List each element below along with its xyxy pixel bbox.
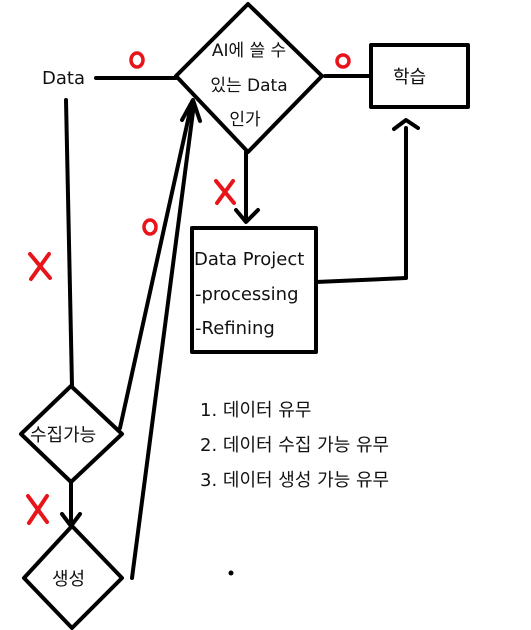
data-project-box <box>190 226 318 354</box>
generate-label: 생성 <box>52 569 85 590</box>
decision-label-line2: 있는 Data <box>210 76 287 96</box>
legend-item: 2. 데이터 수집 가능 유무 <box>200 435 389 456</box>
arrowhead-to-learn <box>392 118 420 131</box>
generate-diamond <box>22 524 124 630</box>
edge-project-to-learn <box>314 126 408 284</box>
collectable-label: 수집가능 <box>30 425 96 446</box>
legend-item: 3. 데이터 생성 가능 유무 <box>200 470 389 491</box>
arrowhead-to-decision <box>180 98 202 123</box>
learn-label: 학습 <box>393 67 426 88</box>
no-mark-x <box>28 252 52 281</box>
project-label-line2: -processing <box>195 284 299 305</box>
legend-item: 1. 데이터 유무 <box>200 400 311 421</box>
project-label-line3: -Refining <box>195 318 275 339</box>
edge-collectable-to-decision <box>118 100 194 430</box>
no-mark-x <box>214 179 236 205</box>
yes-mark-o <box>335 53 351 69</box>
yes-mark-o <box>142 218 158 236</box>
no-mark-x <box>26 494 49 525</box>
arrowhead-to-project <box>234 208 260 224</box>
decision-diamond <box>174 2 324 154</box>
stray-dot <box>228 570 234 576</box>
yes-mark-o <box>129 51 145 69</box>
edge-generate-to-decision <box>130 102 196 580</box>
learn-box <box>369 43 470 109</box>
decision-label-line3: 인가 <box>229 110 261 130</box>
connectors <box>60 74 420 580</box>
edge-data-to-collectable <box>64 98 74 388</box>
decision-label-line1: AI에 쓸 수 <box>212 41 286 61</box>
project-label-line1: Data Project <box>194 249 304 270</box>
data-label: Data <box>42 68 85 89</box>
legend-list: 1. 데이터 유무 2. 데이터 수집 가능 유무 3. 데이터 생성 가능 유… <box>200 400 389 491</box>
collectable-diamond <box>19 384 124 484</box>
